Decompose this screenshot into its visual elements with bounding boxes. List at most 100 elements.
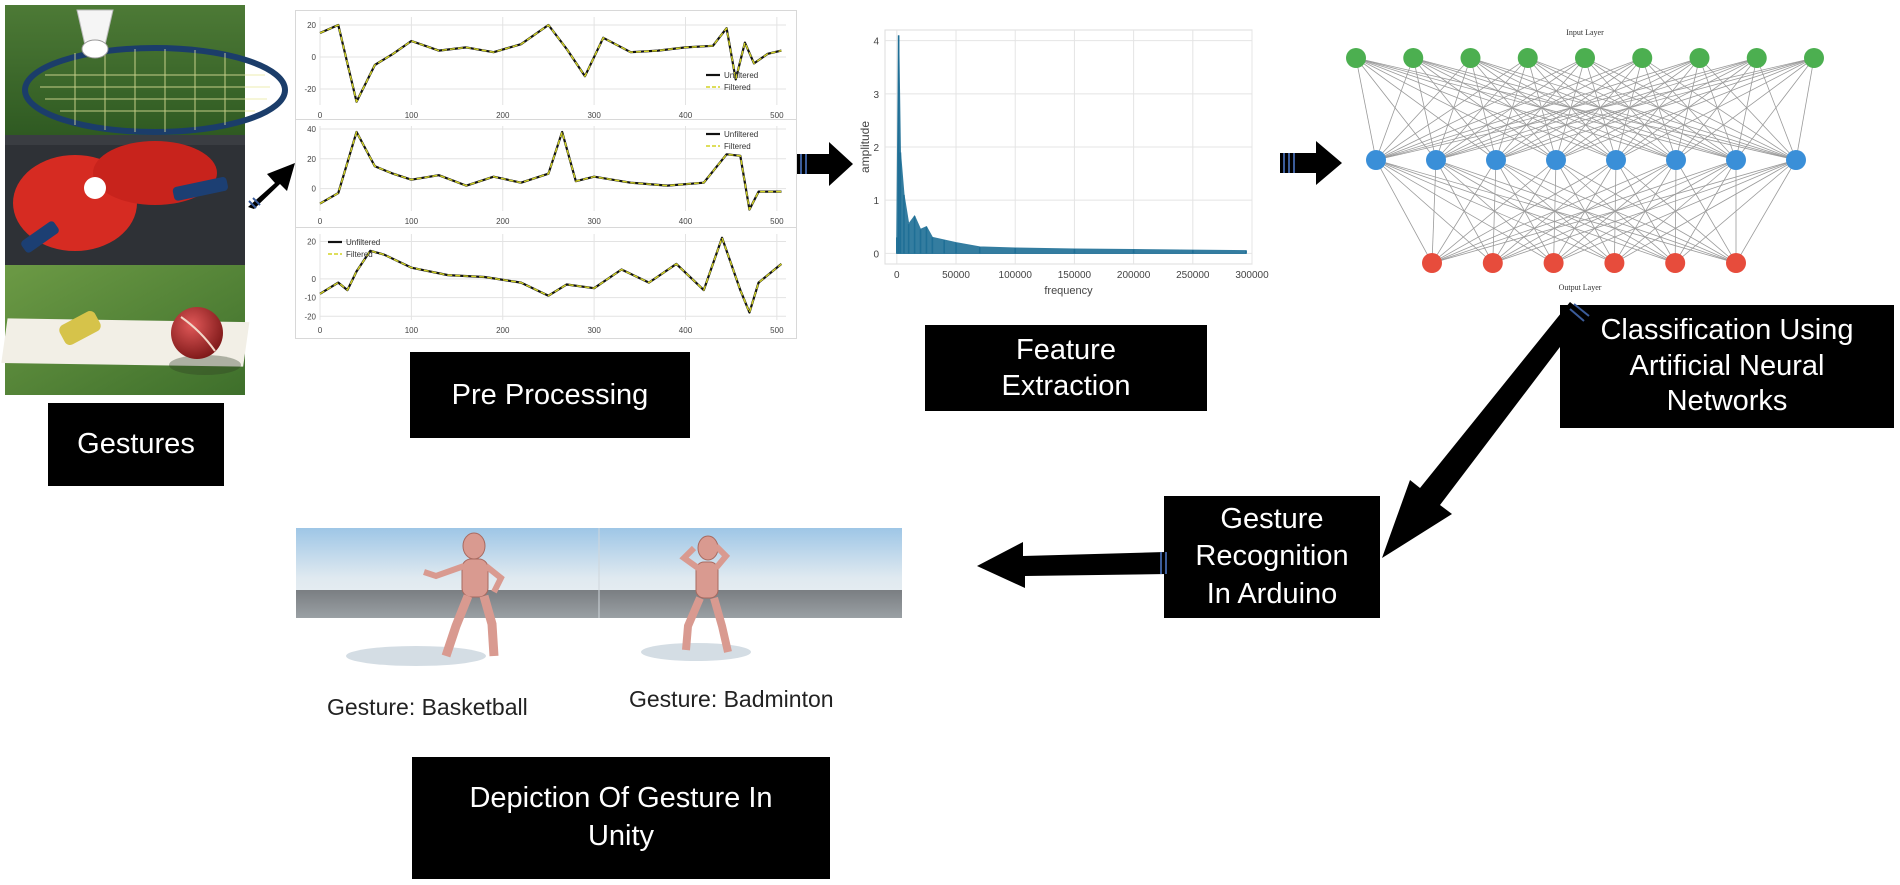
- network-edge: [1674, 159, 1797, 264]
- y-tick-label: 20: [307, 237, 316, 246]
- legend-label: Unfiltered: [724, 71, 758, 80]
- input-node: [1346, 48, 1366, 68]
- x-tick-label: 50000: [942, 270, 970, 281]
- input-node: [1632, 48, 1653, 68]
- network-edge: [1795, 57, 1815, 161]
- y-tick-label: 20: [307, 155, 316, 164]
- network-edge: [1614, 159, 1797, 264]
- network-edge: [1470, 57, 1677, 161]
- x-tick-label: 100: [405, 111, 419, 120]
- gesture-photos: [1, 5, 288, 395]
- network-edge: [1413, 57, 1737, 161]
- y-tick-label: -20: [304, 85, 316, 94]
- network-edge: [1492, 159, 1797, 264]
- series-line-2: [319, 237, 782, 314]
- x-tick-label: 400: [679, 217, 693, 226]
- network-edge: [1375, 57, 1528, 161]
- network-edge: [1355, 57, 1497, 161]
- output-layer-label: Output Layer: [1559, 283, 1602, 292]
- x-tick-label: 0: [318, 217, 323, 226]
- network-edge: [1355, 57, 1617, 161]
- network-edge: [1641, 57, 1677, 161]
- network-edge: [1355, 57, 1797, 161]
- network-edge: [1675, 57, 1700, 161]
- arrow-classification-to-recognition: [1382, 302, 1590, 558]
- cricket-photo: [1, 265, 250, 395]
- arrow-gestures-to-preprocessing: [248, 163, 295, 209]
- network-edge: [1615, 57, 1757, 161]
- pre-processing-label: Pre Processing: [410, 352, 690, 438]
- y-axis-label: amplitude: [858, 121, 872, 173]
- legend-label: Filtered: [346, 250, 373, 259]
- y-tick-label: 1: [873, 196, 879, 207]
- network-edge: [1355, 57, 1557, 161]
- hidden-node: [1486, 150, 1506, 170]
- series-line-1: [319, 23, 782, 103]
- network-edge: [1355, 57, 1377, 161]
- x-tick-label: 100: [405, 217, 419, 226]
- x-tick-label: 100: [405, 326, 419, 335]
- input-node: [1746, 48, 1767, 68]
- hidden-node: [1606, 150, 1626, 170]
- hidden-node: [1726, 150, 1746, 170]
- network-edge: [1412, 57, 1497, 161]
- series-line-1: [319, 130, 782, 211]
- network-edge: [1527, 57, 1617, 161]
- network-edge: [1642, 57, 1797, 161]
- x-tick-label: 200000: [1117, 270, 1151, 281]
- y-tick-label: 0: [873, 249, 879, 260]
- input-node: [1460, 48, 1481, 68]
- network-edge: [1584, 57, 1677, 161]
- y-tick-label: 3: [873, 90, 879, 101]
- output-node: [1604, 253, 1625, 273]
- network-edge: [1435, 57, 1529, 161]
- y-tick-label: 4: [873, 37, 879, 48]
- network-edge: [1527, 57, 1557, 161]
- network-edge: [1355, 57, 1437, 161]
- network-edge: [1470, 57, 1797, 161]
- network-edge: [1555, 57, 1757, 161]
- network-edge: [1527, 57, 1737, 161]
- legend-label: Filtered: [724, 83, 751, 92]
- network-edge: [1555, 57, 1700, 161]
- input-node: [1689, 48, 1710, 68]
- x-axis-label: frequency: [1044, 285, 1093, 297]
- x-tick-label: 500: [770, 326, 784, 335]
- network-edge: [1413, 57, 1617, 161]
- caption-badminton: Gesture: Badminton: [629, 686, 834, 712]
- network-edge: [1527, 57, 1797, 161]
- network-edge: [1375, 159, 1433, 264]
- network-edge: [1495, 57, 1529, 161]
- y-tick-label: -10: [304, 294, 316, 303]
- x-tick-label: 200: [496, 111, 510, 120]
- x-tick-label: 250000: [1176, 270, 1210, 281]
- network-edge: [1435, 57, 1471, 161]
- network-edge: [1470, 57, 1737, 161]
- network-edge: [1375, 57, 1700, 161]
- network-edge: [1584, 57, 1797, 161]
- hidden-node: [1366, 150, 1386, 170]
- y-tick-label: 20: [307, 21, 316, 30]
- network-edge: [1495, 57, 1700, 161]
- input-node: [1804, 48, 1824, 68]
- x-tick-label: 400: [679, 326, 693, 335]
- series-line-2: [319, 24, 782, 103]
- network-edge: [1735, 57, 1758, 161]
- caption-basketball: Gesture: Basketball: [327, 694, 528, 720]
- hidden-node: [1666, 150, 1686, 170]
- network-edge: [1431, 159, 1797, 264]
- network-edge: [1435, 57, 1586, 161]
- gesture-photos-art: [1, 5, 288, 395]
- network-edge: [1375, 57, 1757, 161]
- network-edge: [1470, 57, 1557, 161]
- arrow-recognition-to-depiction: [977, 542, 1167, 588]
- legend-label: Unfiltered: [346, 238, 380, 247]
- network-edge: [1470, 57, 1497, 161]
